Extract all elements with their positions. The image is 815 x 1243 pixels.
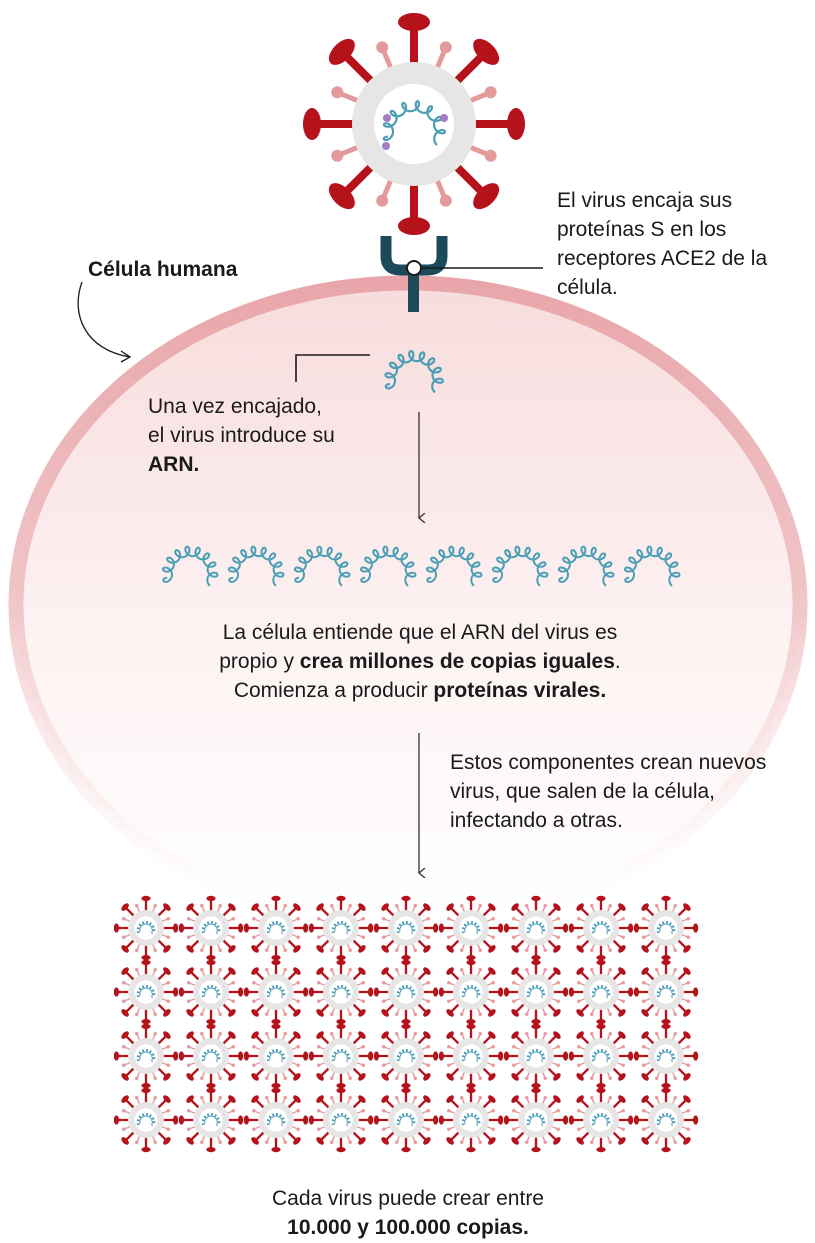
rna-strand-icon — [623, 545, 681, 587]
new-virus-grid — [113, 895, 699, 1153]
coronavirus-icon — [373, 1023, 439, 1089]
coronavirus-icon — [633, 959, 699, 1025]
arn-note-leader — [295, 354, 370, 382]
rna-strand-icon — [491, 545, 549, 587]
cell-label-curve — [77, 281, 131, 358]
virus-attach-note: El virus encaja sus proteínas S en los r… — [557, 189, 768, 299]
rna-strand-icon — [384, 350, 445, 394]
copies-line-1: La célula entiende que el ARN del virus … — [222, 621, 618, 644]
coronavirus-icon — [303, 13, 525, 235]
arn-intro-line-2: el virus introduce su — [148, 424, 335, 447]
coronavirus-icon — [373, 1087, 439, 1153]
bottom-note: Cada virus puede crear entre 10.000 y 10… — [200, 1184, 616, 1242]
copies-line-3a: Comienza a producir — [233, 679, 434, 702]
coronavirus-icon — [113, 895, 179, 961]
copies-line-2c: . — [614, 650, 621, 673]
coronavirus-icon — [568, 959, 634, 1025]
copies-line-2a: propio y — [219, 650, 300, 673]
coronavirus-icon — [178, 1023, 244, 1089]
coronavirus-icon — [503, 895, 569, 961]
coronavirus-icon — [438, 1087, 504, 1153]
coronavirus-icon — [568, 895, 634, 961]
bottom-line-2: 10.000 y 100.000 copias. — [287, 1216, 529, 1239]
coronavirus-icon — [243, 895, 309, 961]
coronavirus-icon — [178, 1087, 244, 1153]
rna-copies-row — [161, 545, 681, 587]
coronavirus-icon — [113, 959, 179, 1025]
coronavirus-icon — [303, 13, 525, 235]
coronavirus-icon — [243, 1023, 309, 1089]
cell-body — [16, 283, 800, 927]
copies-line-3-bold: proteínas virales. — [433, 679, 607, 702]
coronavirus-icon — [438, 959, 504, 1025]
coronavirus-icon — [113, 1087, 179, 1153]
coronavirus-icon — [308, 1087, 374, 1153]
rna-strand-icon — [384, 350, 445, 394]
coronavirus-icon — [568, 1087, 634, 1153]
coronavirus-icon — [503, 959, 569, 1025]
rna-strand-icon — [425, 545, 483, 587]
bottom-line-1: Cada virus puede crear entre — [272, 1187, 544, 1210]
coronavirus-icon — [178, 959, 244, 1025]
rna-strand-icon — [359, 545, 417, 587]
coronavirus-icon — [113, 1023, 179, 1089]
coronavirus-icon — [373, 959, 439, 1025]
rna-strand-icon — [161, 545, 219, 587]
coronavirus-icon — [308, 959, 374, 1025]
copies-line-2-bold: crea millones de copias iguales — [299, 650, 615, 673]
copies-note: La célula entiende que el ARN del virus … — [160, 618, 680, 705]
cell-label: Célula humana — [88, 258, 238, 281]
coronavirus-icon — [308, 1023, 374, 1089]
coronavirus-icon — [633, 1023, 699, 1089]
arn-intro-bold: ARN. — [148, 453, 200, 476]
coronavirus-icon — [308, 895, 374, 961]
coronavirus-icon — [438, 895, 504, 961]
rna-strand-icon — [227, 545, 285, 587]
coronavirus-icon — [503, 1023, 569, 1089]
coronavirus-icon — [633, 1087, 699, 1153]
coronavirus-icon — [438, 1023, 504, 1089]
cell-label-arrowhead — [120, 350, 132, 363]
coronavirus-icon — [178, 895, 244, 961]
coronavirus-icon — [373, 895, 439, 961]
coronavirus-icon — [243, 1087, 309, 1153]
arn-intro-note: Una vez encajado, el virus introduce su … — [148, 392, 388, 479]
spread-note: Estos componentes crean nuevos virus, qu… — [450, 751, 767, 832]
coronavirus-icon — [568, 1023, 634, 1089]
coronavirus-icon — [633, 895, 699, 961]
arn-intro-line-1: Una vez encajado, — [148, 395, 322, 418]
rna-strand-icon — [293, 545, 351, 587]
rna-strand-icon — [557, 545, 615, 587]
ace2-receptor-icon — [380, 236, 448, 312]
coronavirus-icon — [503, 1087, 569, 1153]
coronavirus-icon — [243, 959, 309, 1025]
